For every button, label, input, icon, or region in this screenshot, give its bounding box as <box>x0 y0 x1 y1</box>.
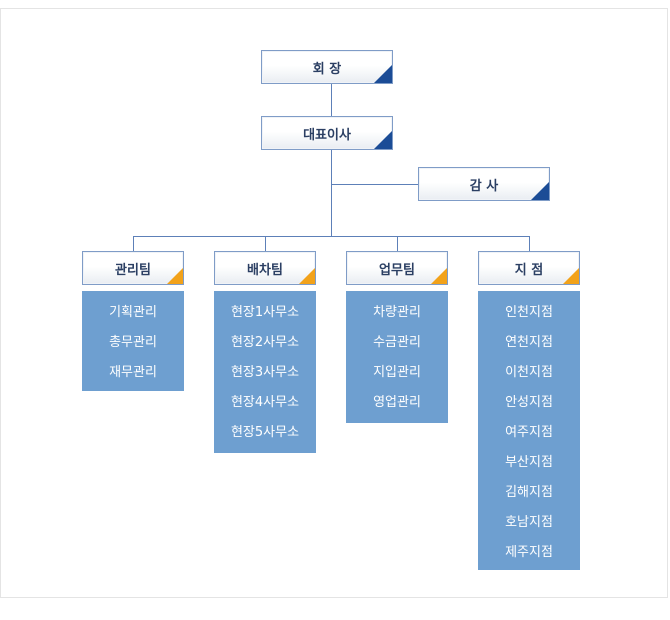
team-label: 지 점 <box>514 262 544 278</box>
auditor-box: 감 사 <box>418 167 550 201</box>
list-item: 김해지점 <box>505 485 553 500</box>
corner-marker-icon <box>563 268 579 284</box>
list-item: 지입관리 <box>373 365 421 380</box>
team-label: 업무팀 <box>379 262 415 278</box>
list-item: 기획관리 <box>109 305 157 320</box>
team-list-operations: 차량관리 수금관리 지입관리 영업관리 <box>346 291 448 423</box>
connector-chairman-ceo <box>331 84 332 116</box>
connector-team-4 <box>529 236 530 251</box>
corner-marker-icon <box>374 131 392 149</box>
ceo-box: 대표이사 <box>261 116 393 150</box>
connector-auditor <box>331 184 418 185</box>
list-item: 현장5사무소 <box>230 425 300 440</box>
chairman-box: 회 장 <box>261 50 393 84</box>
corner-marker-icon <box>299 268 315 284</box>
list-item: 재무관리 <box>109 365 157 380</box>
org-chart-frame <box>0 8 668 598</box>
list-item: 제주지점 <box>505 545 553 560</box>
team-list-branches: 인천지점 연천지점 이천지점 안성지점 여주지점 부산지점 김해지점 호남지점 … <box>478 291 580 570</box>
list-item: 호남지점 <box>505 515 553 530</box>
corner-marker-icon <box>167 268 183 284</box>
connector-team-3 <box>397 236 398 251</box>
list-item: 인천지점 <box>505 305 553 320</box>
team-box-branches: 지 점 <box>478 251 580 285</box>
list-item: 여주지점 <box>505 425 553 440</box>
corner-marker-icon <box>531 182 549 200</box>
team-label: 관리팀 <box>115 262 151 278</box>
corner-marker-icon <box>374 65 392 83</box>
list-item: 안성지점 <box>505 395 553 410</box>
list-item: 총무관리 <box>109 335 157 350</box>
list-item: 부산지점 <box>505 455 553 470</box>
team-list-dispatch: 현장1사무소 현장2사무소 현장3사무소 현장4사무소 현장5사무소 <box>214 291 316 453</box>
list-item: 차량관리 <box>373 305 421 320</box>
connector-team-2 <box>265 236 266 251</box>
list-item: 영업관리 <box>373 395 421 410</box>
list-item: 이천지점 <box>505 365 553 380</box>
team-box-dispatch: 배차팀 <box>214 251 316 285</box>
list-item: 현장4사무소 <box>230 395 300 410</box>
list-item: 현장1사무소 <box>230 305 300 320</box>
list-item: 연천지점 <box>505 335 553 350</box>
chairman-label: 회 장 <box>312 61 342 77</box>
list-item: 현장2사무소 <box>230 335 300 350</box>
team-list-admin: 기획관리 총무관리 재무관리 <box>82 291 184 391</box>
corner-marker-icon <box>431 268 447 284</box>
team-box-operations: 업무팀 <box>346 251 448 285</box>
team-box-admin: 관리팀 <box>82 251 184 285</box>
auditor-label: 감 사 <box>469 178 499 194</box>
team-label: 배차팀 <box>247 262 283 278</box>
list-item: 현장3사무소 <box>230 365 300 380</box>
ceo-label: 대표이사 <box>303 127 351 143</box>
list-item: 수금관리 <box>373 335 421 350</box>
connector-team-bar <box>133 236 530 237</box>
connector-ceo-trunk <box>331 150 332 236</box>
connector-team-1 <box>133 236 134 251</box>
